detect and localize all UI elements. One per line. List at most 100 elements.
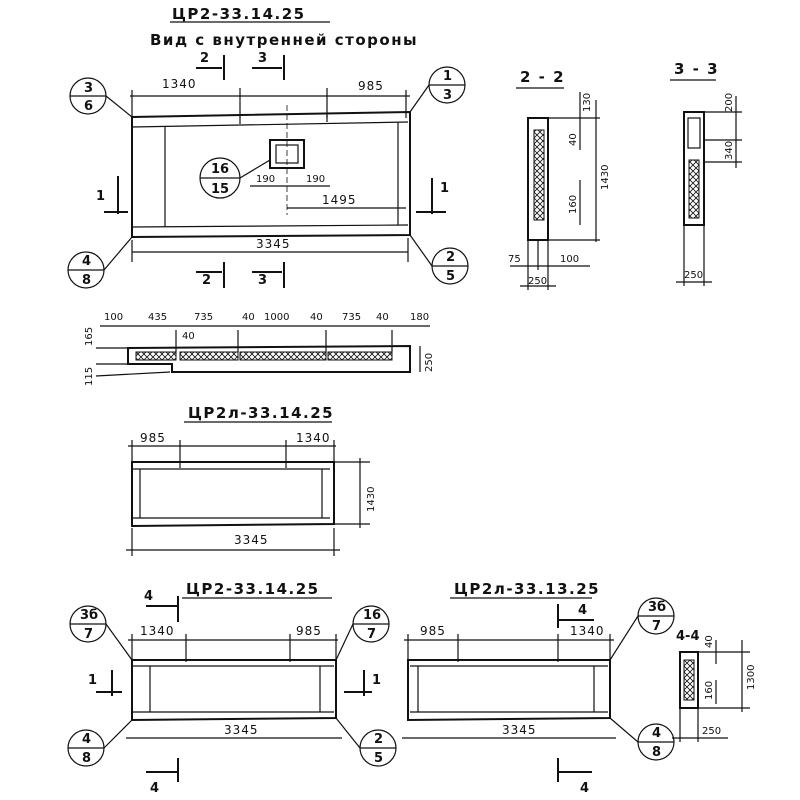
s22-dim-width: 250	[528, 276, 547, 287]
callout-bottom: 8	[82, 273, 91, 288]
section-mark-bottom-a: 2	[202, 273, 211, 288]
callout-top: 2	[374, 732, 383, 747]
mid-panel-outline	[131, 461, 335, 528]
section-mark-top-b: 3	[258, 51, 267, 66]
callout-top: 2	[446, 250, 455, 265]
callout-top: 3б	[80, 608, 98, 623]
s44-dim-lower: 160	[704, 681, 715, 700]
callout-top: 1	[443, 69, 452, 84]
bl-side-mark-right: 1	[372, 673, 381, 688]
bl-side-mark-left: 1	[88, 673, 97, 688]
strip-dim-4: 40	[242, 312, 255, 323]
bl-callout-top-right: 16 7	[335, 605, 390, 661]
callout-top: 3	[84, 81, 93, 96]
callout-top-right: 1 3	[409, 66, 466, 113]
strip-dim-8: 40	[376, 312, 389, 323]
callout-center: 16 15	[199, 157, 271, 199]
section-2-2-title: 2 - 2	[520, 68, 565, 86]
br-view-title: ЦР2л-33.13.25	[454, 580, 600, 598]
callout-bottom: 3	[443, 88, 452, 103]
bl-section-mark: 4	[144, 589, 153, 604]
callout-top-left: 3 6	[69, 77, 133, 118]
bl-dim-left: 1340	[140, 624, 175, 638]
section-mark-right: 1	[440, 181, 449, 196]
mid-dim-height: 1430	[366, 487, 377, 512]
br-section-mark-bottom: 4	[580, 781, 589, 796]
top-view-title: ЦР2-33.14.25	[172, 5, 306, 23]
section-4-4-title: 4-4	[676, 629, 700, 644]
callout-bottom-right: 2 5	[409, 234, 469, 285]
s44-dim-height: 1300	[746, 665, 757, 690]
br-dim-total: 3345	[502, 723, 537, 737]
callout-bottom: 7	[84, 627, 93, 642]
s22-dim-mid: 40	[568, 133, 579, 146]
top-view: ЦР2-33.14.25 Вид с внутренней стороны 2 …	[67, 5, 469, 289]
callout-bottom: 15	[211, 182, 229, 197]
strip-dim-9: 180	[410, 312, 429, 323]
strip-insulation	[135, 351, 177, 361]
section-3-3: 3 - 3 200 340 250	[670, 60, 742, 286]
callout-bottom: 7	[367, 627, 376, 642]
mid-dim-total: 3345	[234, 533, 269, 547]
dim-left: 1340	[162, 77, 197, 91]
dim-hole-right: 190	[306, 174, 325, 185]
callout-top: 4	[82, 732, 91, 747]
callout-bottom: 7	[652, 619, 661, 634]
section-2-2-insulation	[533, 129, 545, 221]
br-callout-top-right: 3б 7	[609, 597, 675, 661]
section-mark-top-a: 2	[200, 51, 209, 66]
bl-section-mark-bottom: 4	[150, 781, 159, 796]
bl-dim-right: 985	[296, 624, 322, 638]
mid-dim-left: 985	[140, 431, 166, 445]
strip-dim-7: 735	[342, 312, 361, 323]
br-dim-right: 1340	[570, 624, 605, 638]
top-view-subtitle: Вид с внутренней стороны	[150, 31, 418, 49]
section-4-4-insulation	[683, 659, 695, 701]
br-dim-left: 985	[420, 624, 446, 638]
s22-dim-top: 130	[582, 93, 593, 112]
callout-top: 16	[211, 162, 229, 177]
callout-bottom: 5	[446, 269, 455, 284]
strip-sub-dim: 40	[182, 331, 195, 342]
mid-dim-right: 1340	[296, 431, 331, 445]
section-3-3-insulation	[688, 159, 700, 219]
s22-dim-lower: 160	[568, 195, 579, 214]
callout-bottom: 6	[84, 99, 93, 114]
bl-dim-total: 3345	[224, 723, 259, 737]
s44-dim-top: 40	[704, 635, 715, 648]
dim-right: 985	[358, 79, 384, 93]
dim-total: 3345	[256, 237, 291, 251]
bl-callout-bottom-right: 2 5	[335, 717, 397, 767]
bl-callout-bottom-left: 4 8	[67, 719, 133, 767]
bl-panel-outline	[131, 659, 337, 722]
strip-dim-3: 735	[194, 312, 213, 323]
callout-top: 3б	[648, 600, 666, 615]
s22-dim-bot-a: 75	[508, 254, 521, 265]
bottom-left-view: ЦР2-33.14.25 4 1340 985 3б 7 16 7	[67, 580, 397, 796]
s33-dim-width: 250	[684, 270, 703, 281]
s22-dim-height: 1430	[600, 165, 611, 190]
section-mark-left: 1	[96, 189, 105, 204]
section-3-3-title: 3 - 3	[674, 60, 719, 78]
strip-insulation	[327, 351, 393, 361]
bl-callout-top-left: 3б 7	[69, 605, 133, 661]
s44-dim-width: 250	[702, 726, 721, 737]
br-section-mark: 4	[578, 603, 587, 618]
strip-dim-1: 100	[104, 312, 123, 323]
bl-view-title: ЦР2-33.14.25	[186, 580, 320, 598]
callout-bottom: 8	[82, 751, 91, 766]
section-2-2: 2 - 2 130 40 1430 160 75 100 250	[508, 68, 611, 290]
strip-insulation	[179, 351, 239, 361]
br-callout-bottom-right: 4 8	[609, 717, 675, 761]
dim-hole-left: 190	[256, 174, 275, 185]
section-4-4: 4-4 40 1300 160 250	[672, 629, 757, 742]
strip-dim-2: 435	[148, 312, 167, 323]
s33-dim-top: 200	[724, 93, 735, 112]
callout-bottom: 5	[374, 751, 383, 766]
strip-dim-6: 40	[310, 312, 323, 323]
s33-dim-mid: 340	[724, 141, 735, 160]
section-3-3-hole	[687, 117, 701, 149]
panel-edge	[131, 121, 409, 128]
mid-view-title: ЦР2л-33.14.25	[188, 404, 334, 422]
